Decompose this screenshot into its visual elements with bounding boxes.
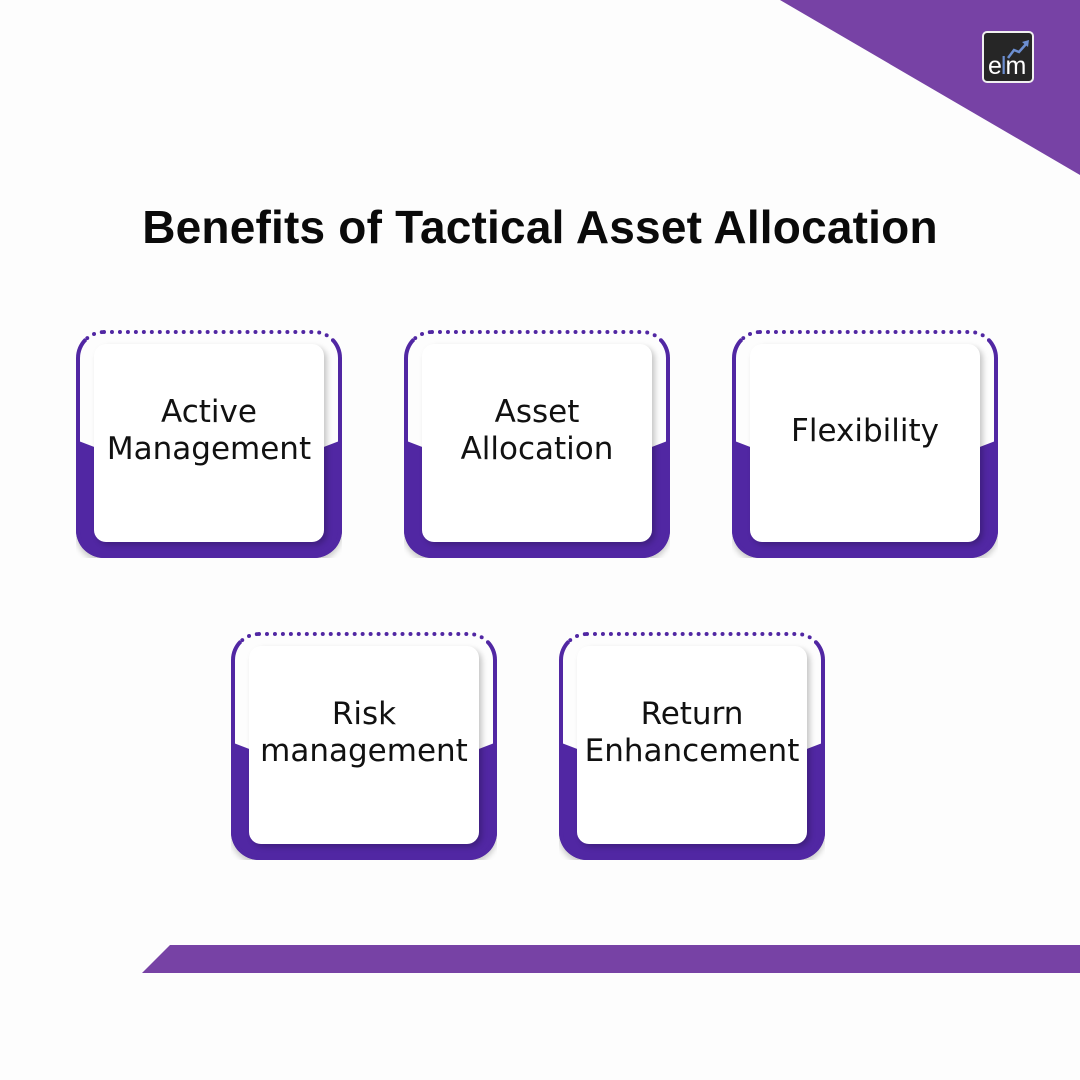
card-frame (559, 632, 825, 860)
card-frame (732, 330, 998, 558)
elm-logo: elm (982, 31, 1034, 83)
bottom-bar-decoration (142, 945, 1080, 973)
trend-arrow-icon (1007, 40, 1029, 59)
card-frame (231, 632, 497, 860)
card-frame (404, 330, 670, 558)
card-label: Flexibility (791, 412, 939, 449)
page-title: Benefits of Tactical Asset Allocation (142, 201, 938, 253)
logo-text: elm (988, 52, 1026, 80)
corner-triangle-decoration (780, 0, 1080, 175)
card-inner: Flexibility (750, 344, 980, 542)
card-flexibility: Flexibility (732, 330, 998, 558)
card-frame (76, 330, 342, 558)
